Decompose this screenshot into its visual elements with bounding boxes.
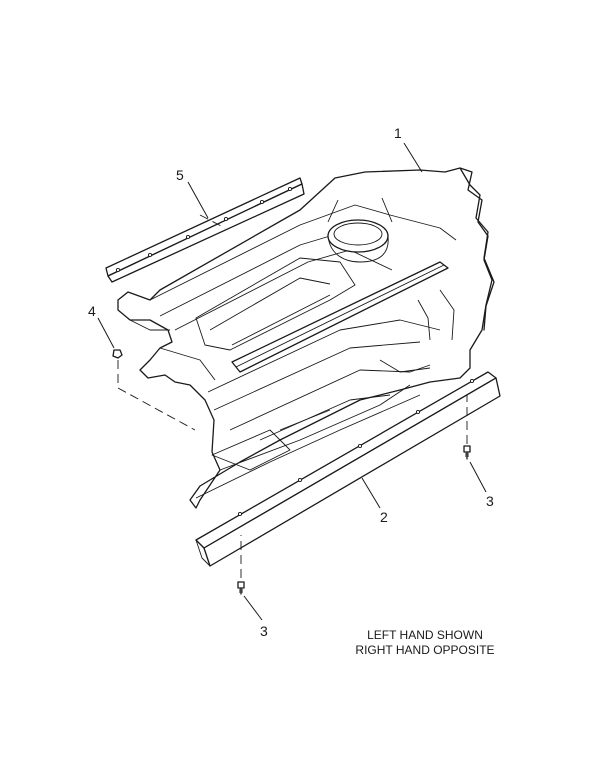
lower-angle-strip <box>195 371 501 567</box>
leader-lines <box>97 142 487 621</box>
nut <box>112 349 123 359</box>
alignment-lines <box>117 214 468 578</box>
callout-4: 4 <box>88 303 96 319</box>
screw-right <box>463 445 471 460</box>
callout-2: 2 <box>380 509 388 525</box>
callout-1: 1 <box>394 125 402 141</box>
note-line-2: RIGHT HAND OPPOSITE <box>355 643 495 657</box>
orientation-note: LEFT HAND SHOWN RIGHT HAND OPPOSITE <box>330 628 520 658</box>
callout-3-left: 3 <box>260 623 268 639</box>
screw-left <box>237 581 245 595</box>
upper-angle-strip <box>105 177 305 283</box>
callout-3-right: 3 <box>486 493 494 509</box>
note-line-1: LEFT HAND SHOWN <box>367 628 483 642</box>
panel-assembly <box>117 167 495 509</box>
callout-5: 5 <box>176 167 184 183</box>
